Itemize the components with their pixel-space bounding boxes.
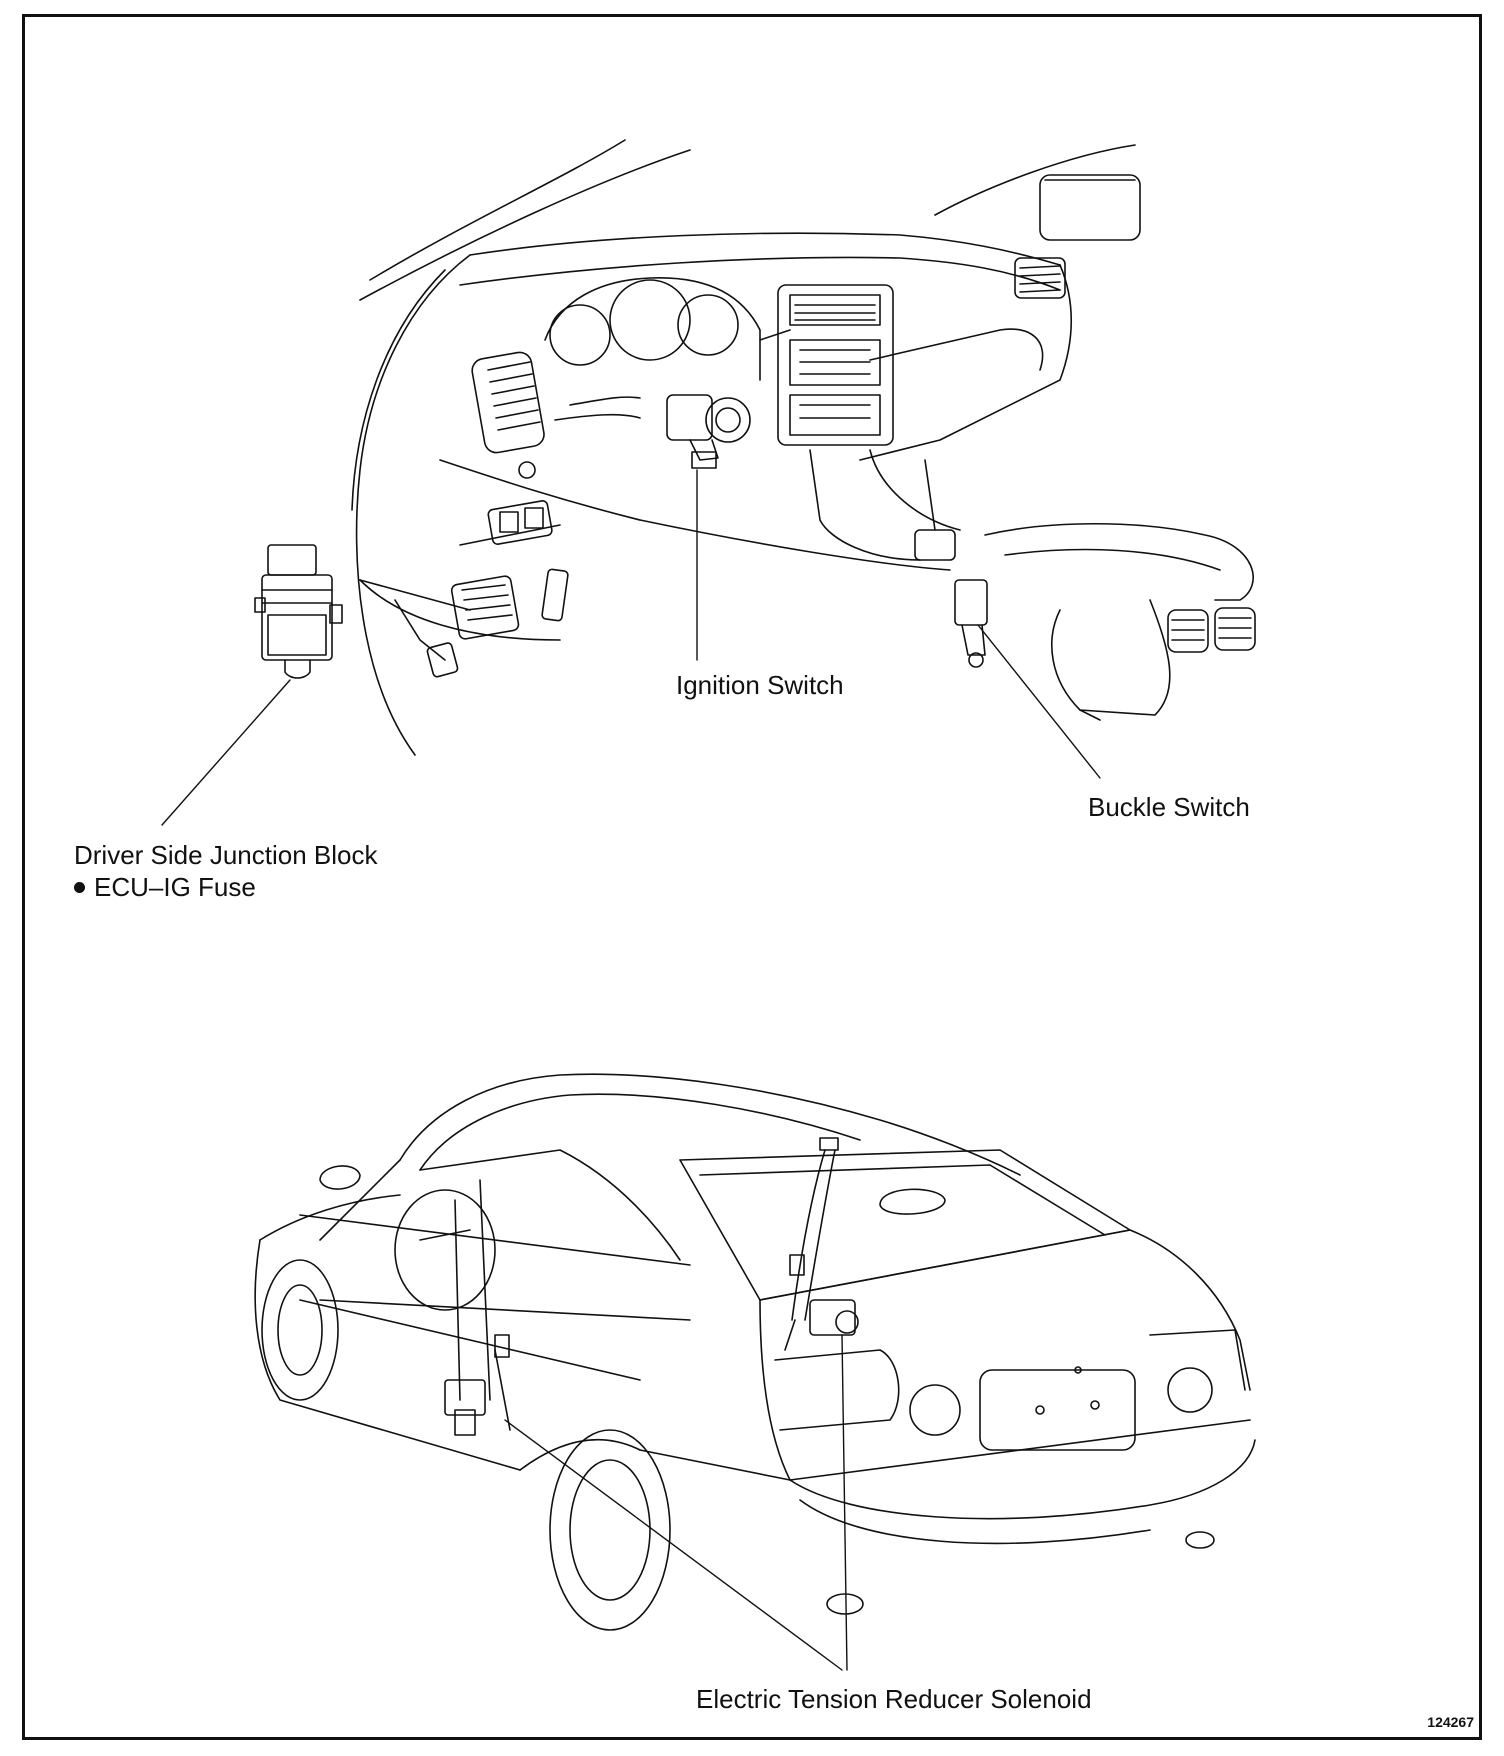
tension-reducer-label: Electric Tension Reducer Solenoid [696,1684,1092,1714]
buckle-switch-leader [977,624,1101,779]
figure-number: 124267 [1427,1714,1474,1730]
ecu-ig-fuse-label: ECU–IG Fuse [74,872,256,902]
junction-block-illustration [254,544,343,679]
car-illustration [254,1073,1256,1631]
junction-block-label: Driver Side Junction Block [74,840,378,870]
bullet-icon [74,882,85,893]
ignition-switch-label: Ignition Switch [676,670,844,700]
tension-reducer-leader-rear [841,1334,848,1671]
tension-reducer-leader-front [504,1419,843,1671]
junction-block-leader [161,679,291,826]
dashboard-illustration [351,139,1256,756]
diagram-frame [22,14,1482,1740]
callout-lines [161,469,1101,1671]
buckle-switch-label: Buckle Switch [1088,792,1250,822]
ecu-ig-fuse-text: ECU–IG Fuse [94,872,256,902]
